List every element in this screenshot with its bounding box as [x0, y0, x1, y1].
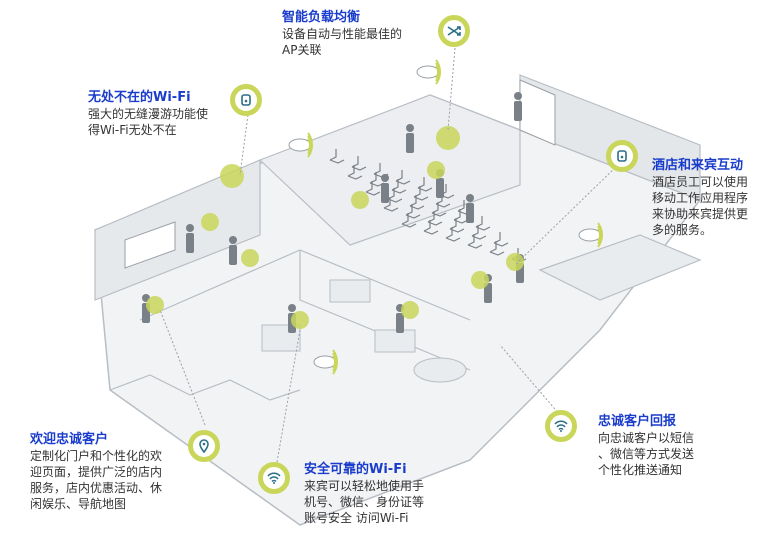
callout-line: 得Wi-Fi无处不在 [88, 123, 177, 137]
device-highlight [471, 271, 489, 289]
person [186, 233, 194, 253]
callout-loyal-rewards: 忠诚客户回报 向忠诚客户以短信 、微信等方式发送 个性化推送通知 [598, 414, 694, 478]
chair [401, 213, 417, 228]
signal-arc [597, 228, 601, 242]
callout-title: 无处不在的Wi-Fi [88, 90, 191, 105]
callout-line: 来宾可以轻松地使用手 [304, 479, 425, 493]
callout-line: 设备自动与性能最佳的 [282, 27, 403, 41]
callout-line: 多的服务。 [652, 223, 713, 237]
device-highlight [401, 301, 419, 319]
left-wall [94, 159, 261, 301]
access-points [288, 59, 603, 375]
device-highlight [436, 126, 460, 150]
callout-title: 智能负载均衡 [282, 10, 361, 25]
shuffle-arrows-icon [438, 15, 470, 47]
device-highlight [427, 161, 445, 179]
access-point [313, 355, 337, 369]
callout-title: 安全可靠的Wi-Fi [304, 462, 407, 477]
signal-arc [332, 355, 336, 369]
device-highlight [146, 296, 164, 314]
person [406, 133, 414, 153]
chair [489, 241, 505, 256]
device-highlight [241, 249, 259, 267]
signal-arc [435, 59, 441, 85]
person [396, 313, 404, 333]
device-highlights [146, 126, 524, 329]
person [406, 124, 414, 132]
callout-line: 账号安全 访问Wi-Fi [304, 511, 409, 525]
callout-line: 移动工作应用程序 [652, 191, 749, 205]
callout-line: 闲娱乐、导航地图 [30, 497, 127, 511]
access-point [578, 228, 602, 242]
chair [383, 197, 399, 212]
callout-line: 强大的无缝漫游功能使 [88, 107, 209, 121]
callout-load-balance: 智能负载均衡 设备自动与性能最佳的 AP关联 [282, 10, 402, 58]
device-highlight [506, 253, 524, 271]
callout-hotel-interaction: 酒店和来宾互动 酒店员工可以使用 移动工作应用程序 来协助来宾提供更 多的服务。 [652, 158, 748, 238]
callout-line: 来协助来宾提供更 [652, 207, 749, 221]
chair [445, 227, 461, 242]
callout-line: 机号、微信、身份证等 [304, 495, 425, 509]
callout-title: 忠诚客户回报 [598, 414, 677, 429]
signal-arc [307, 138, 311, 152]
leader-lines [159, 47, 619, 463]
wifi-icon [545, 410, 577, 442]
chair [467, 234, 483, 249]
person [186, 224, 194, 232]
callout-secure-wifi: 安全可靠的Wi-Fi 来宾可以轻松地使用手 机号、微信、身份证等 账号安全 访问… [304, 462, 424, 526]
person [229, 236, 237, 244]
callout-line: 、微信等方式发送 [598, 447, 695, 461]
conference-chairs [329, 149, 527, 263]
callout-line: 定制化门户和个性化的欢 [30, 449, 163, 463]
person [466, 194, 474, 202]
callout-line: 迎页面，提供广泛的店内 [30, 465, 163, 479]
chair [347, 165, 363, 180]
bar-counter [538, 234, 702, 301]
person [288, 304, 296, 312]
callout-line: AP关联 [282, 43, 322, 57]
person [381, 183, 389, 203]
callout-title: 酒店和来宾互动 [652, 158, 744, 173]
signal-arc [307, 132, 313, 158]
steps [109, 374, 301, 401]
access-point [416, 65, 440, 79]
access-point-icon [230, 84, 262, 116]
chair [329, 149, 345, 164]
callout-line: 向忠诚客户以短信 [598, 431, 695, 445]
person [514, 92, 522, 100]
person [484, 283, 492, 303]
callout-wifi-everywhere: 无处不在的Wi-Fi 强大的无缝漫游功能使 得Wi-Fi无处不在 [88, 90, 208, 138]
sofa [374, 329, 416, 353]
callout-line: 服务，店内优惠活动、休 [30, 481, 163, 495]
person [466, 203, 474, 223]
device-highlight [220, 164, 244, 188]
signal-arc [435, 65, 439, 79]
whiteboard [124, 221, 176, 269]
chair [423, 220, 439, 235]
person [229, 245, 237, 265]
device-highlight [291, 311, 309, 329]
signal-arc [597, 222, 603, 248]
person [381, 174, 389, 182]
person [514, 101, 522, 121]
device-highlight [201, 213, 219, 231]
signal-arc [332, 349, 338, 375]
callout-title: 欢迎忠诚客户 [30, 432, 109, 447]
device-highlight [351, 191, 369, 209]
access-point [288, 138, 312, 152]
location-pin-icon [188, 430, 220, 462]
wifi-icon [258, 462, 290, 494]
chair [365, 181, 381, 196]
person [436, 178, 444, 198]
sofa [329, 279, 371, 303]
access-point-icon [606, 140, 638, 172]
callout-welcome-guests: 欢迎忠诚客户 定制化门户和个性化的欢 迎页面，提供广泛的店内 服务，店内优惠活动… [30, 432, 162, 512]
round-table [413, 357, 467, 383]
callout-line: 个性化推送通知 [598, 463, 683, 477]
callout-line: 酒店员工可以使用 [652, 175, 749, 189]
